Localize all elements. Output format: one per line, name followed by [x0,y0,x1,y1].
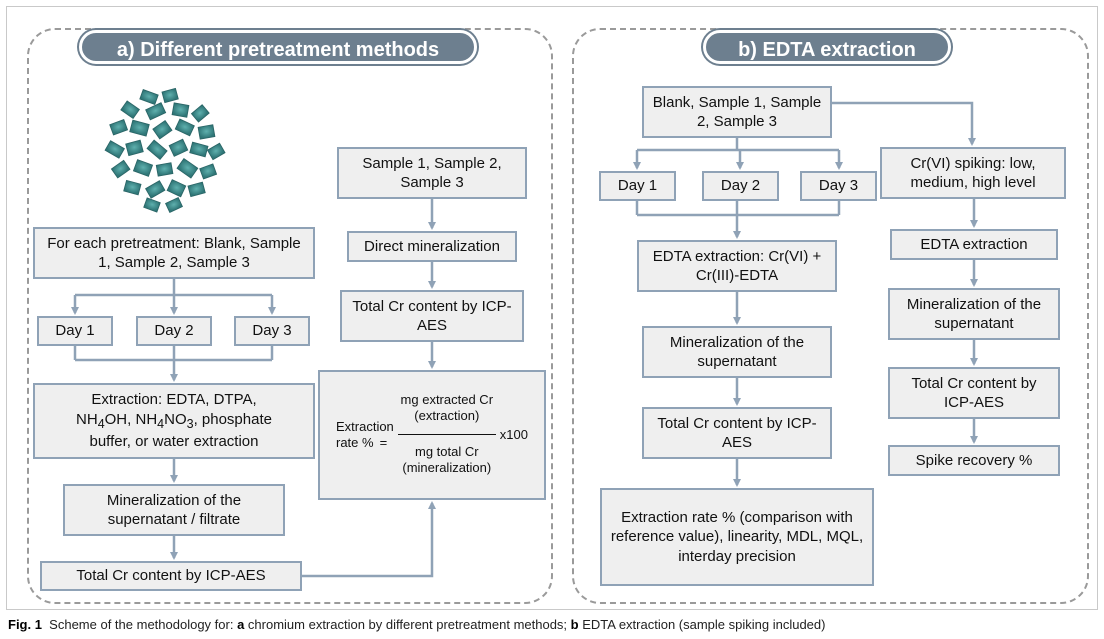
extraction-line-2: NH4OH, NH4NO3, phosphate [76,410,272,431]
panel-b-day-1: Day 1 [599,171,676,201]
extraction-rate-formula-box: Extraction rate % = mg extracted Cr (extr… [318,370,546,500]
panel-b-day-3: Day 3 [800,171,877,201]
formula-numerator-2: (extraction) [414,407,480,423]
extraction-rate-results-box: Extraction rate % (comparison with refer… [600,488,874,586]
total-cr-icp-box-a2: Total Cr content by ICP-AES [340,290,524,342]
formula-denominator-2: (mineralization) [402,460,492,476]
panel-a-day-3: Day 3 [234,316,310,346]
formula-left-1: Extraction [335,418,394,434]
mineralization-supernatant-right-box: Mineralization of the supernatant [888,288,1060,340]
formula-numerator-1: mg extracted Cr [400,391,494,407]
pretreatment-box: For each pretreatment: Blank, Sample 1, … [33,227,315,279]
direct-mineralization-box: Direct mineralization [347,231,517,262]
figure-caption: Fig. 1 Scheme of the methodology for: a … [8,617,826,632]
total-cr-icp-right-box: Total Cr content by ICP-AES [888,367,1060,419]
panel-a-day-1: Day 1 [37,316,113,346]
total-cr-icp-box: Total Cr content by ICP-AES [40,561,302,591]
extraction-line-3: buffer, or water extraction [89,433,259,451]
spike-recovery-box: Spike recovery % [888,445,1060,476]
sample-pile-image [104,87,226,214]
panel-b-day-2: Day 2 [702,171,779,201]
edta-extraction-box-right: EDTA extraction [890,229,1058,260]
panel-a-title: a) Different pretreatment methods [79,30,477,64]
samples-box-b: Blank, Sample 1, Sample 2, Sample 3 [642,86,832,138]
formula-multiplier: x100 [499,426,528,442]
formula-denominator-1: mg total Cr [415,444,479,459]
extraction-methods-box: Extraction: EDTA, DTPA, NH4OH, NH4NO3, p… [33,383,315,459]
cr-vi-spiking-box: Cr(VI) spiking: low, medium, high level [880,147,1066,199]
edta-extraction-species-box: EDTA extraction: Cr(VI) + Cr(III)-EDTA [637,240,837,292]
formula-equals: = [379,435,388,450]
panel-a [27,28,553,604]
mineralization-supernatant-box: Mineralization of the supernatant [642,326,832,378]
formula-fraction-bar [397,434,496,435]
samples-box-a: Sample 1, Sample 2, Sample 3 [337,147,527,199]
total-cr-icp-box-b: Total Cr content by ICP-AES [642,407,832,459]
panel-b-title: b) EDTA extraction [703,30,951,64]
mineralization-filtrate-box: Mineralization of the supernatant / filt… [63,484,285,536]
panel-a-day-2: Day 2 [136,316,212,346]
panel-b [572,28,1089,604]
figure-frame [6,6,1098,610]
extraction-line-1: Extraction: EDTA, DTPA, [91,391,257,409]
formula-left-2: rate % [335,435,374,450]
